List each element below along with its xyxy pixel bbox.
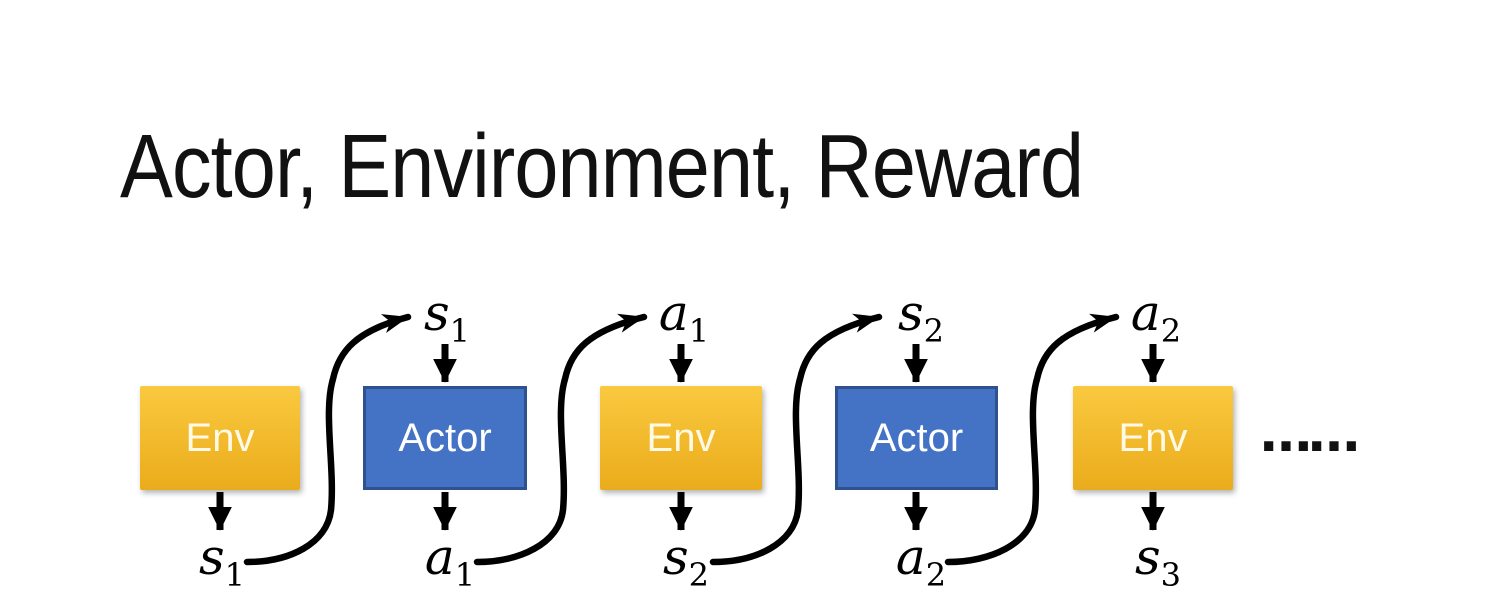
top-label-s2: s2 — [898, 288, 944, 347]
top-label-a1-base: a — [658, 284, 689, 342]
bottom-label-a2-base: a — [895, 528, 926, 586]
env-box-2: Env — [600, 386, 762, 490]
top-label-a2: a2 — [1131, 288, 1181, 347]
top-label-a2-base: a — [1130, 284, 1161, 342]
top-label-a1-sub: 1 — [688, 312, 710, 350]
env-box-1-label: Env — [185, 416, 255, 460]
bottom-label-a1-base: a — [424, 528, 455, 586]
actor-box-1: Actor — [363, 386, 527, 490]
top-label-a1: a1 — [659, 288, 709, 347]
bottom-label-s3-sub: 3 — [1160, 556, 1182, 594]
top-label-s1: s1 — [424, 288, 470, 347]
actor-box-1-label: Actor — [398, 416, 492, 460]
bottom-label-a1-sub: 1 — [454, 556, 476, 594]
bottom-label-s3: s3 — [1135, 532, 1181, 591]
bottom-label-a2-sub: 2 — [925, 556, 947, 594]
env-box-3-label: Env — [1118, 416, 1188, 460]
bottom-label-s2-sub: 2 — [688, 556, 710, 594]
actor-box-2: Actor — [835, 386, 998, 490]
bottom-label-a2: a2 — [896, 532, 946, 591]
env-box-3: Env — [1073, 386, 1233, 490]
env-box-1: Env — [140, 386, 300, 490]
top-label-s2-sub: 2 — [923, 312, 945, 350]
actor-box-2-label: Actor — [869, 416, 964, 460]
bottom-label-s3-base: s — [1134, 528, 1161, 586]
continuation-ellipsis: …… — [1260, 404, 1360, 464]
slide-title: Actor, Environment, Reward — [120, 117, 1084, 217]
bottom-label-s1-base: s — [198, 528, 225, 586]
top-label-s1-base: s — [423, 284, 450, 342]
bottom-label-s1-sub: 1 — [224, 556, 246, 594]
bottom-label-s2: s2 — [663, 532, 709, 591]
bottom-label-s1: s1 — [199, 532, 245, 591]
top-label-s2-base: s — [897, 284, 924, 342]
top-label-a2-sub: 2 — [1160, 312, 1182, 350]
bottom-label-a1: a1 — [425, 532, 475, 591]
env-box-2-label: Env — [646, 416, 716, 460]
bottom-label-s2-base: s — [662, 528, 689, 586]
top-label-s1-sub: 1 — [449, 312, 471, 350]
